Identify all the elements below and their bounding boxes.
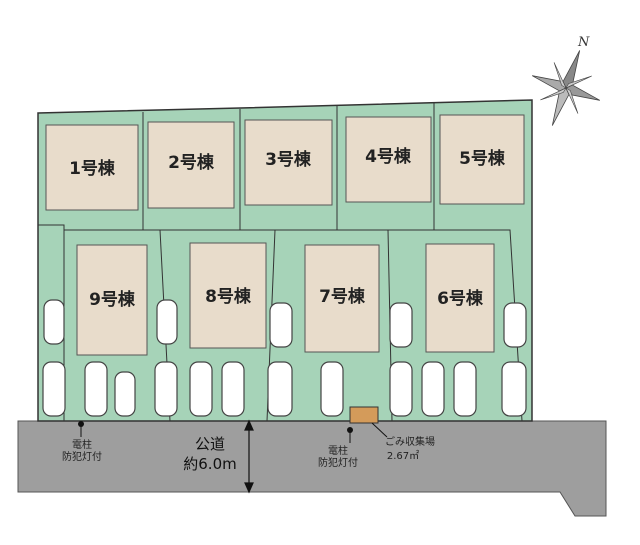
buildings — [45, 114, 525, 356]
building-7 — [304, 244, 380, 353]
building-labels: 1号棟 2号棟 3号棟 4号棟 5号棟 9号棟 8号棟 7号棟 6号棟 — [69, 146, 506, 310]
parking-cars — [42, 299, 527, 417]
car-icon — [114, 371, 136, 417]
building-label: 8号棟 — [205, 286, 252, 307]
car-icon — [389, 361, 413, 417]
garbage-area — [349, 406, 379, 424]
garbage-label: ごみ収集場 — [385, 435, 435, 448]
building-9 — [76, 244, 148, 356]
garbage-area-value: 2.67㎡ — [387, 450, 419, 462]
road-width: 約6.0m — [183, 455, 236, 473]
compass-north-label: N — [577, 35, 590, 50]
public-road — [17, 420, 607, 517]
lot-dividers — [38, 103, 523, 422]
car-icon — [84, 361, 108, 417]
car-icon — [269, 302, 293, 348]
building-3 — [244, 119, 333, 206]
pole-label: 電柱 — [328, 444, 348, 457]
car-icon — [189, 361, 213, 417]
building-label: 4号棟 — [365, 146, 412, 167]
building-label: 5号棟 — [459, 148, 506, 169]
pole-label: 電柱 — [72, 438, 92, 451]
pole-label: 防犯灯付 — [318, 456, 358, 469]
building-5 — [439, 114, 525, 205]
building-label: 7号棟 — [319, 286, 366, 307]
car-icon — [154, 361, 178, 417]
building-label: 9号棟 — [89, 289, 136, 310]
car-icon — [267, 361, 293, 417]
building-4 — [345, 116, 432, 203]
leader-lines — [80, 422, 388, 443]
road-name: 公道 — [195, 435, 225, 453]
car-icon — [43, 299, 65, 345]
car-icon — [156, 299, 178, 345]
car-icon — [320, 361, 344, 417]
building-label: 3号棟 — [265, 149, 312, 170]
building-label: 6号棟 — [437, 288, 484, 309]
building-1 — [45, 124, 139, 211]
building-label: 2号棟 — [168, 152, 215, 173]
car-icon — [503, 302, 527, 348]
road-width-dimension — [244, 419, 254, 494]
car-icon — [42, 361, 66, 417]
building-label: 1号棟 — [69, 158, 116, 179]
building-2 — [147, 121, 235, 209]
car-icon — [501, 361, 527, 417]
building-6 — [425, 243, 495, 353]
car-icon — [453, 361, 477, 417]
compass-rose-icon — [531, 50, 601, 126]
pole-label: 防犯灯付 — [62, 450, 102, 463]
car-icon — [389, 302, 413, 348]
building-8 — [189, 242, 267, 349]
car-icon — [421, 361, 445, 417]
car-icon — [221, 361, 245, 417]
